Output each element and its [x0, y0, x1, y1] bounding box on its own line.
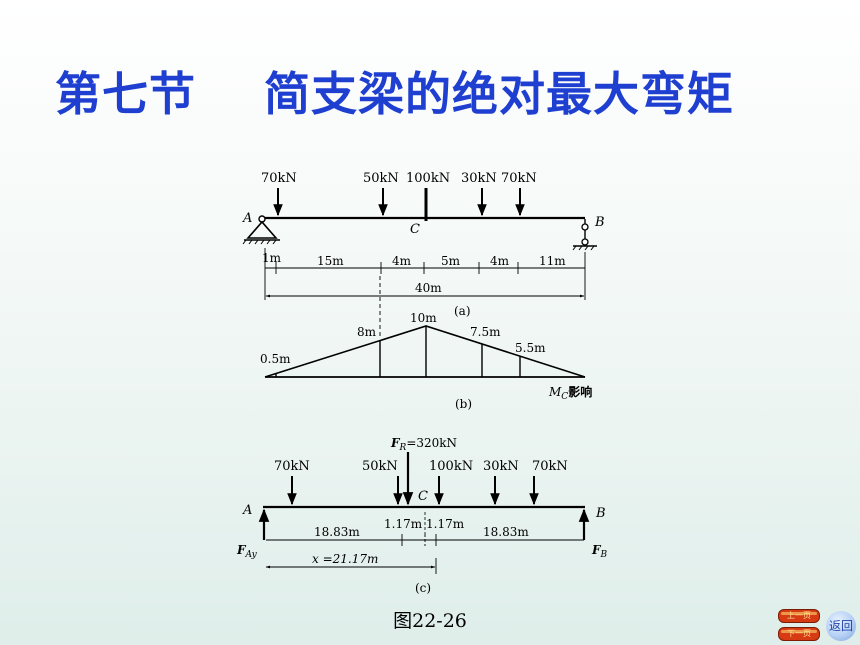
load-label: 50kN — [362, 459, 398, 474]
label-a: A — [242, 503, 252, 518]
dim-label: 15m — [317, 254, 344, 268]
load-label: 30kN — [461, 171, 497, 186]
dim-label: 1m — [262, 251, 282, 265]
influence-line-label: MC影响 — [548, 384, 592, 402]
dimension-row-c: 18.83m 1.17m 1.17m 18.83m x =21.17m — [265, 512, 584, 574]
load-label: 30kN — [483, 459, 519, 474]
loads-a: 70kN 50kN 100kN 30kN 70kN — [261, 171, 537, 221]
dim-label: 11m — [539, 254, 566, 268]
return-button[interactable]: 返回 — [826, 611, 856, 641]
resultant-label: FR=320kN — [390, 436, 457, 453]
label-b: B — [594, 215, 605, 230]
dim-label: 5m — [441, 254, 461, 268]
ordinate-label: 8m — [357, 325, 377, 339]
dim-label: 1.17m — [384, 517, 423, 531]
x-dim-label: x =21.17m — [312, 552, 378, 566]
roller-support-b — [572, 219, 597, 251]
ordinate-label: 10m — [410, 311, 437, 325]
ordinate-label: 0.5m — [260, 352, 291, 366]
reaction-label-a: FAy — [236, 543, 258, 560]
dimension-row-a: 1m 15m 4m 5m 4m 11m 40m (a) — [262, 248, 586, 318]
next-page-button[interactable]: 下一页 — [778, 627, 820, 641]
load-label: 70kN — [532, 459, 568, 474]
dim-label: 18.83m — [314, 525, 360, 539]
load-label: 100kN — [429, 459, 473, 474]
figure-caption: 图22-26 — [393, 610, 467, 632]
figure-c-label: (c) — [415, 581, 431, 595]
pin-support-a — [242, 215, 280, 245]
page-title: 第七节 简支梁的绝对最大弯矩 — [55, 67, 735, 121]
ordinate-label: 5.5m — [515, 341, 546, 355]
figure-a: 70kN 50kN 100kN 30kN 70kN A B C — [242, 171, 605, 338]
label-b: B — [595, 506, 606, 521]
figure-a-label: (a) — [454, 304, 471, 318]
total-span-label: 40m — [415, 281, 442, 295]
prev-page-button[interactable]: 上一页 — [778, 609, 820, 623]
load-label: 70kN — [261, 171, 297, 186]
figure-b-label: (b) — [455, 397, 472, 411]
dim-label: 4m — [490, 254, 510, 268]
dim-label: 1.17m — [426, 517, 465, 531]
reaction-label-b: FB — [591, 543, 608, 560]
load-label: 50kN — [363, 171, 399, 186]
label-c: C — [418, 489, 428, 504]
dim-label: 18.83m — [483, 525, 529, 539]
label-a: A — [242, 211, 252, 226]
load-label: 70kN — [501, 171, 537, 186]
figure-b: 0.5m 8m 10m 7.5m 5.5m (b) MC影响 — [260, 311, 592, 411]
load-label: 70kN — [274, 459, 310, 474]
ordinate-label: 7.5m — [470, 325, 501, 339]
dim-label: 4m — [392, 254, 412, 268]
figure-c: FR=320kN 70kN 50kN 100kN 30kN 70kN A B C… — [236, 436, 608, 595]
label-c: C — [410, 222, 420, 237]
load-label: 100kN — [406, 171, 450, 186]
